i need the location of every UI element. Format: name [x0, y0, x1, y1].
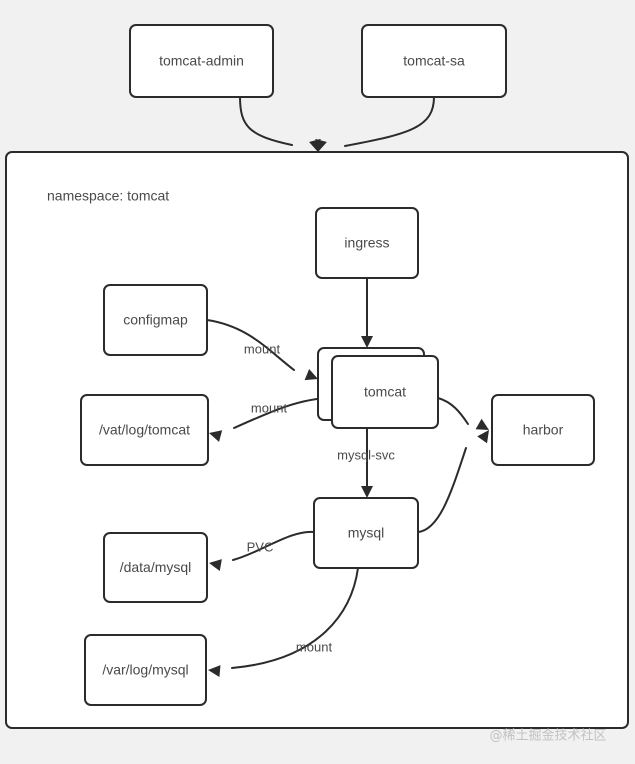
node-label-var-log-mysql: /var/log/mysql	[102, 662, 188, 678]
arrowhead-tomcat-to-mysql	[361, 486, 373, 498]
arrowhead-tomcat-to-harbor	[475, 418, 489, 430]
node-label-mysql: mysql	[348, 525, 385, 541]
edge-mysql-to-harbor	[417, 447, 467, 533]
node-label-tomcat-sa: tomcat-sa	[403, 53, 465, 69]
node-label-configmap: configmap	[123, 312, 188, 328]
node-label-tomcat: tomcat	[364, 384, 406, 400]
node-label-ingress: ingress	[344, 235, 389, 251]
edge-mysql-to-data-mysql	[232, 530, 315, 561]
watermark: @稀土掘金技术社区	[489, 728, 606, 744]
edge-tomcat-admin-to-namespace	[239, 96, 293, 146]
node-label-data-mysql: /data/mysql	[120, 559, 192, 575]
node-tomcat-sa[interactable]	[361, 24, 507, 98]
arrowhead-configmap-to-tomcat	[304, 368, 318, 381]
node-label-harbor: harbor	[523, 422, 564, 438]
edge-label-tomcat-to-vat-log-tomcat: mount	[251, 400, 288, 415]
node-layer: tomcat-admin tomcat-sa ingress configmap tom…	[80, 24, 595, 706]
edge-label-configmap-to-tomcat: mount	[244, 341, 281, 356]
arrowhead-tomcat-to-vat-log-tomcat	[209, 430, 223, 442]
namespace-label: namespace: tomcat	[47, 188, 169, 204]
node-harbor[interactable]	[491, 394, 595, 466]
node-configmap[interactable]	[103, 284, 208, 356]
edge-tomcat-to-harbor	[437, 397, 469, 425]
arrowhead-mysql-to-data-mysql	[209, 559, 222, 571]
node-var-log-mysql[interactable]	[84, 634, 207, 706]
node-vat-log-tomcat[interactable]	[80, 394, 209, 466]
edge-label-mysql-to-var-log-mysql: mount	[296, 639, 333, 654]
node-tomcat[interactable]	[331, 355, 439, 429]
arrowhead-mysql-to-harbor	[477, 430, 489, 444]
node-ingress[interactable]	[315, 207, 419, 279]
edge-label-tomcat-to-mysql: mysql-svc	[337, 447, 395, 462]
edge-mysql-to-var-log-mysql	[231, 567, 359, 669]
edge-label-mysql-to-data-mysql: PVC	[247, 539, 274, 554]
arrowhead-mysql-to-var-log-mysql	[208, 665, 221, 678]
edge-tomcat-sa-to-namespace	[344, 96, 435, 147]
arrowhead-ingress-to-tomcat	[361, 336, 373, 348]
arrowhead-tomcat-sa-to-namespace	[315, 138, 327, 152]
node-label-tomcat-admin: tomcat-admin	[159, 53, 244, 69]
node-mysql[interactable]	[313, 497, 419, 569]
node-label-vat-log-tomcat: /vat/log/tomcat	[99, 422, 190, 438]
edge-configmap-to-tomcat	[206, 319, 295, 371]
node-data-mysql[interactable]	[103, 532, 208, 603]
node-tomcat-admin[interactable]	[129, 24, 274, 98]
watermark-text: @稀土掘金技术社区	[489, 728, 606, 744]
